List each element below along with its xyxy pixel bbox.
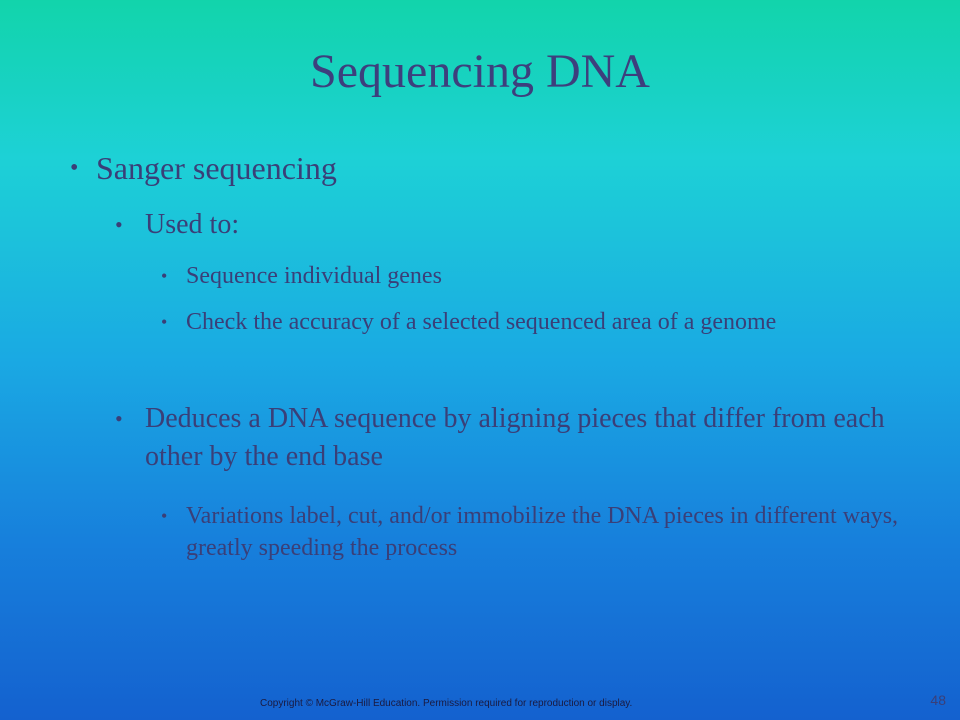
slide-title: Sequencing DNA bbox=[310, 45, 650, 98]
bullet-text: Check the accuracy of a selected sequenc… bbox=[186, 309, 777, 335]
bullet-icon: • bbox=[115, 212, 123, 237]
bullet-icon: • bbox=[161, 266, 168, 286]
bullet-text: Sanger sequencing bbox=[96, 150, 337, 186]
bullet-text: Sequence individual genes bbox=[186, 263, 442, 289]
bullet-item-variations: • Variations label, cut, and/or immobili… bbox=[161, 500, 906, 564]
bullet-item-deduces-sequence: • Deduces a DNA sequence by aligning pie… bbox=[115, 400, 905, 476]
bullet-text: Variations label, cut, and/or immobilize… bbox=[186, 503, 899, 561]
bullet-item-sequence-genes: • Sequence individual genes bbox=[161, 260, 906, 292]
bullet-text: Used to: bbox=[145, 209, 240, 240]
bullet-icon: • bbox=[70, 155, 79, 181]
bullet-icon: • bbox=[115, 406, 123, 431]
bullet-item-used-to: • Used to: bbox=[115, 206, 905, 244]
copyright-footer: Copyright © McGraw-Hill Education. Permi… bbox=[260, 698, 633, 709]
bullet-item-check-accuracy: • Check the accuracy of a selected seque… bbox=[161, 306, 906, 338]
bullet-icon: • bbox=[161, 506, 168, 526]
bullet-text: Deduces a DNA sequence by aligning piece… bbox=[145, 403, 885, 472]
bullet-icon: • bbox=[161, 312, 168, 332]
bullet-item-sanger-sequencing: • Sanger sequencing bbox=[70, 146, 916, 190]
page-number: 48 bbox=[930, 692, 946, 708]
